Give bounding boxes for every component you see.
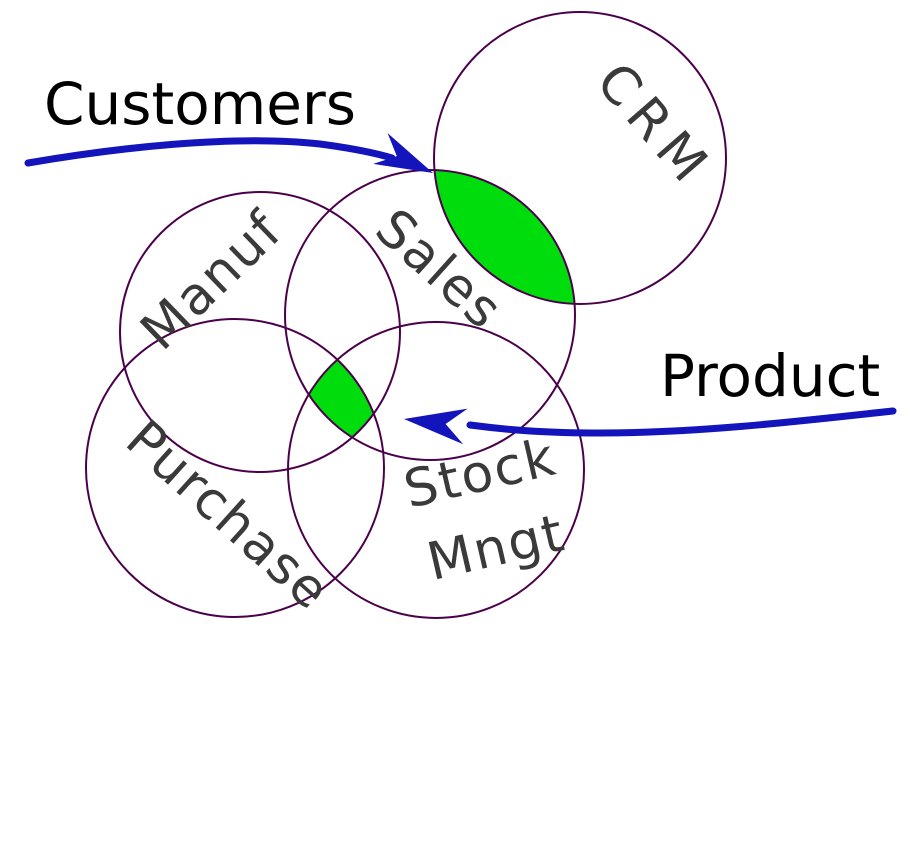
customers-arrow-head [373,133,433,173]
customers-label: Customers [44,70,356,138]
stock-circle [287,321,585,619]
purchase-circle [85,318,385,618]
stock-label-line2: Mngt [422,503,571,593]
product-label: Product [660,342,880,410]
manuf-circle [119,191,401,473]
crm-circle [433,11,727,305]
product-arrow-head [404,408,468,445]
crm-label: CRM [584,52,724,200]
product-arrow-shaft [466,407,897,437]
sales-crm-intersection-highlight [434,170,575,304]
stock-label-line1: Stock [399,428,562,521]
customers-arrow-shaft [24,137,396,167]
manuf-label: Manuf [130,200,295,362]
sales-circle [284,169,576,461]
center-intersection-highlight [308,359,374,438]
